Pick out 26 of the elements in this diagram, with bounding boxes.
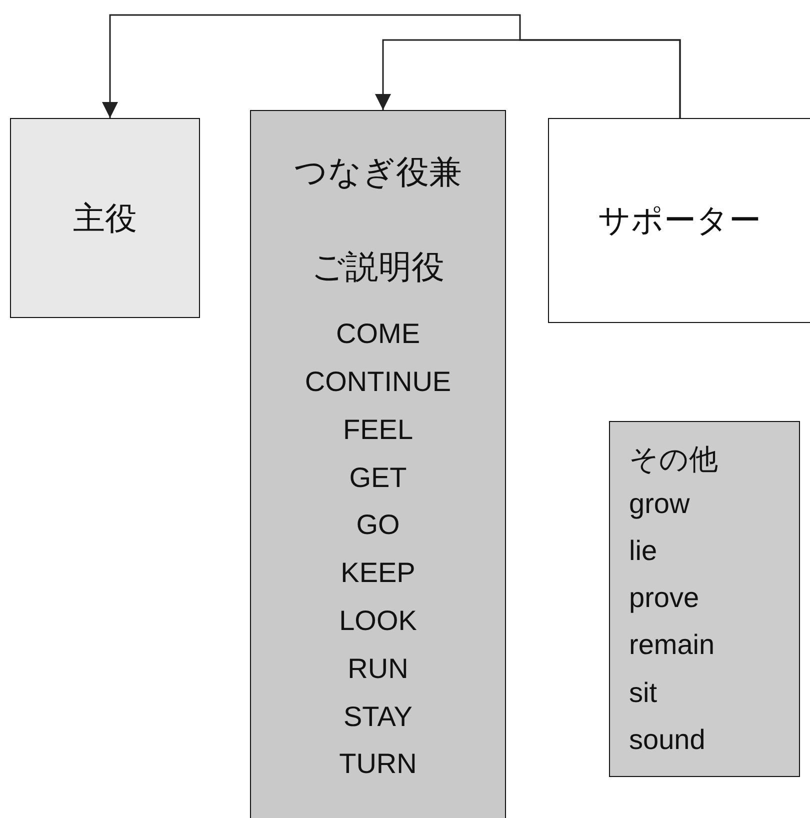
- word-text: GET: [349, 462, 407, 494]
- word-text: RUN: [348, 652, 408, 685]
- word-text: STAY: [344, 700, 412, 733]
- word-text: COME: [336, 318, 420, 350]
- word-text: TURN: [339, 748, 417, 780]
- connector-arrow: [375, 39, 681, 118]
- text-box: [10, 118, 200, 318]
- word-text: GO: [356, 509, 400, 542]
- word-text: lie: [629, 534, 658, 567]
- heading-text: その他: [629, 443, 718, 478]
- word-text: sit: [629, 676, 657, 709]
- word-text: prove: [629, 582, 700, 614]
- text-box: [609, 421, 800, 777]
- word-text: LOOK: [339, 605, 417, 637]
- heading-text: サポーター: [598, 201, 761, 240]
- word-text: CONTINUE: [304, 366, 452, 398]
- heading-text: ご説明役: [312, 247, 444, 288]
- heading-text: 主役: [73, 198, 137, 238]
- heading-text: つなぎ役兼: [294, 152, 462, 192]
- word-text: remain: [629, 629, 715, 662]
- word-text: KEEP: [340, 557, 416, 590]
- text-box: [250, 110, 506, 818]
- word-text: FEEL: [342, 414, 414, 446]
- word-text: sound: [629, 724, 706, 756]
- word-text: grow: [629, 488, 690, 520]
- text-box: [548, 118, 810, 323]
